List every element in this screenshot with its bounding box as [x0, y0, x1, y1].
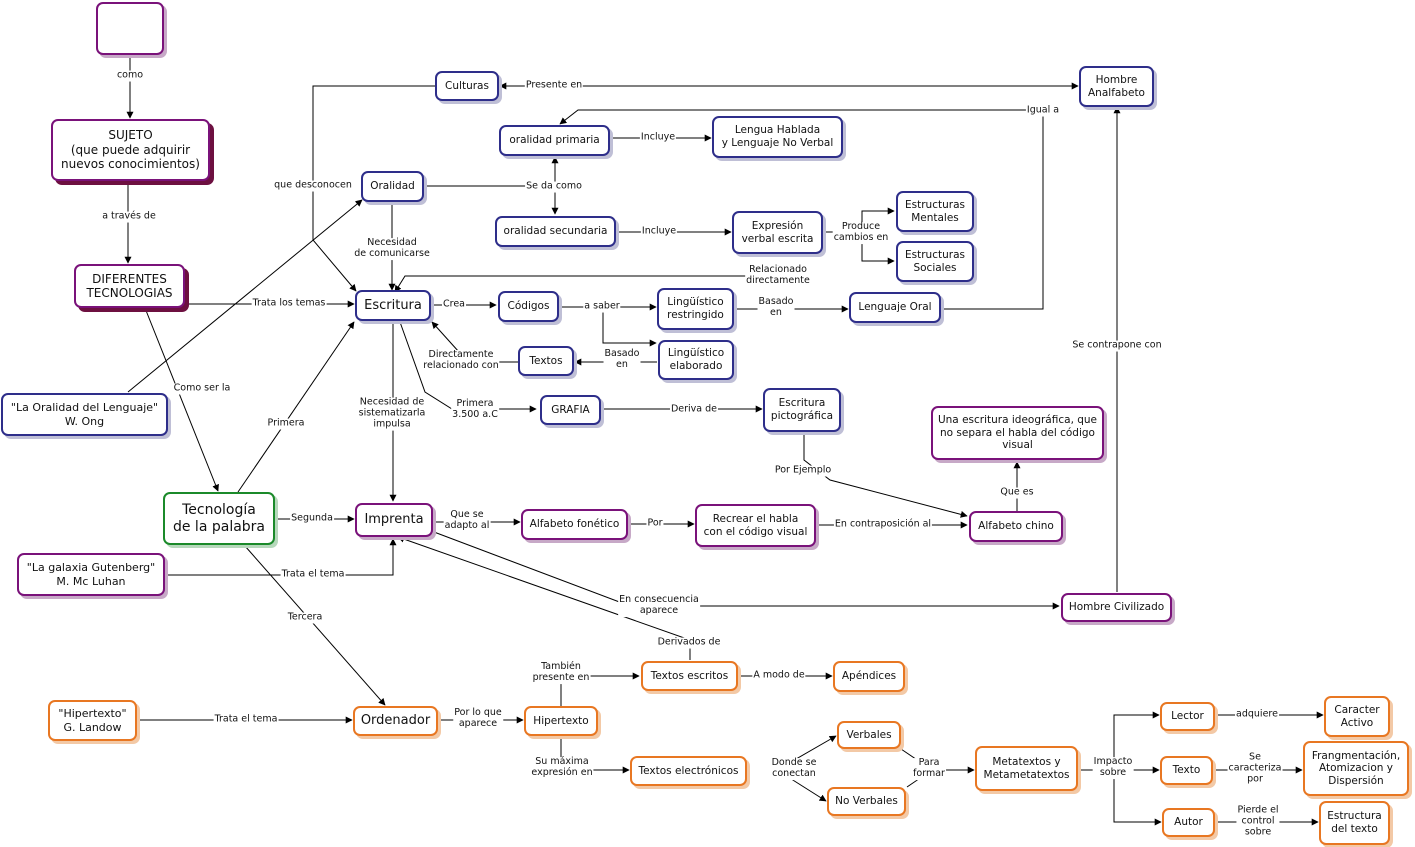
link-label-donde-se-conectan: Donde se conectan: [770, 757, 818, 780]
link-label-basado-en-1: Basado en: [757, 296, 795, 319]
link-label-derivados-de: Derivados de: [656, 636, 722, 649]
node-grafia[interactable]: GRAFIA: [540, 395, 601, 425]
node-oralidad-primaria[interactable]: oralidad primaria: [499, 125, 610, 156]
node-estructura-del-texto[interactable]: Estructura del texto: [1319, 801, 1390, 845]
node-ordenador[interactable]: Ordenador: [353, 706, 438, 736]
node-imprenta[interactable]: Imprenta: [355, 503, 433, 537]
link-label-produce-cambios: Produce cambios en: [832, 221, 890, 244]
node-oralidad-secundaria[interactable]: oralidad secundaria: [495, 216, 616, 247]
node-lenguaje-oral[interactable]: Lenguaje Oral: [849, 292, 941, 323]
link-label-igual-a: Igual a: [1025, 104, 1061, 117]
link-label-basado-en-2: Basado en: [603, 348, 641, 371]
node-lector[interactable]: Lector: [1160, 702, 1215, 731]
node-caracter-activo[interactable]: Caracter Activo: [1324, 696, 1390, 737]
link-label-su-maxima: Su máxima expresión en: [530, 756, 594, 779]
node-diferentes-tecnologias[interactable]: DIFERENTES TECNOLOGIAS: [74, 264, 185, 308]
node-escritura-ideografica[interactable]: Una escritura ideográfica, que no separa…: [931, 406, 1104, 460]
link-label-por: Por: [646, 517, 664, 530]
node-linguistico-restringido[interactable]: Lingüístico restringido: [657, 288, 734, 330]
link-label-trata-los-temas: Trata los temas: [251, 297, 327, 310]
node-sujeto[interactable]: SUJETO (que puede adquirir nuevos conoci…: [51, 119, 210, 181]
link-label-tambien-presente: También presente en: [531, 661, 591, 684]
node-alfabeto-chino[interactable]: Alfabeto chino: [969, 511, 1063, 542]
node-galaxia-gutenberg[interactable]: "La galaxia Gutenberg" M. Mc Luhan: [17, 553, 165, 596]
node-culturas[interactable]: Culturas: [435, 71, 499, 101]
node-oralidad-del-lenguaje[interactable]: "La Oralidad del Lenguaje" W. Ong: [1, 393, 168, 436]
node-escritura[interactable]: Escritura: [355, 290, 431, 321]
node-tecnologia-de-la-palabra[interactable]: Tecnología de la palabra: [163, 492, 275, 545]
link-label-presente-en: Presente en: [524, 79, 584, 92]
link-label-que-desconocen: que desconocen: [273, 179, 353, 192]
link-label-crea: Crea: [442, 298, 466, 311]
node-fragmentacion[interactable]: Frangmentación, Atomizacion y Dispersión: [1303, 741, 1409, 796]
node-hombre-analfabeto[interactable]: Hombre Analfabeto: [1079, 66, 1154, 107]
link-label-que-se-adapto: Que se adapto al: [443, 509, 491, 532]
link-label-como: como: [115, 69, 145, 82]
link-label-impacto-sobre: Impacto sobre: [1092, 756, 1134, 779]
link-label-necesidad-comunicarse: Necesidad de comunicarse: [353, 237, 431, 260]
node-escritura-pictografica[interactable]: Escritura pictográfica: [763, 388, 841, 432]
link-label-adquiere: adquiere: [1235, 708, 1279, 721]
node-textos-escritos[interactable]: Textos escritos: [641, 661, 738, 691]
node-codigos[interactable]: Códigos: [498, 291, 559, 322]
link-label-trata-el-tema-1: Trata el tema: [280, 568, 346, 581]
node-texto[interactable]: Texto: [1160, 756, 1213, 785]
link-label-primera-3500: Primera 3.500 a.C: [451, 398, 499, 421]
link-label-que-es: Que es: [999, 486, 1035, 499]
link-label-tercera: Tercera: [286, 611, 324, 624]
node-textos[interactable]: Textos: [518, 346, 574, 376]
link-label-en-contraposicion: En contraposición al: [833, 518, 933, 531]
link-label-como-ser-la: Como ser la: [172, 382, 232, 395]
node-recrear-el-habla[interactable]: Recrear el habla con el código visual: [695, 504, 816, 547]
node-expresion-verbal-escrita[interactable]: Expresión verbal escrita: [732, 211, 823, 254]
node-oralidad[interactable]: Oralidad: [361, 171, 424, 202]
link-label-deriva-de: Deriva de: [669, 403, 719, 416]
link-label-incluye-1: Incluye: [639, 131, 677, 144]
link-label-relacionado-directamente: Relacionado directamente: [745, 264, 811, 287]
link-label-por-lo-que-aparece: Por lo que aparece: [453, 707, 503, 730]
empty-node[interactable]: [96, 2, 164, 55]
node-linguistico-elaborado[interactable]: Lingüístico elaborado: [658, 340, 734, 380]
node-hipertexto[interactable]: Hipertexto: [524, 706, 598, 736]
link-label-primera: Primera: [266, 417, 306, 430]
link-label-incluye-2: Incluye: [640, 225, 678, 238]
node-textos-electronicos[interactable]: Textos electrónicos: [630, 756, 747, 786]
link-label-en-consecuencia: En consecuencia aparece: [618, 594, 700, 617]
node-lengua-hablada[interactable]: Lengua Hablada y Lenguaje No Verbal: [712, 116, 843, 158]
node-alfabeto-fonetico[interactable]: Alfabeto fonético: [521, 509, 628, 540]
link-label-a-saber: a saber: [583, 300, 621, 313]
node-autor[interactable]: Autor: [1162, 808, 1215, 837]
node-metatextos[interactable]: Metatextos y Metametatextos: [975, 746, 1078, 791]
node-hombre-civilizado[interactable]: Hombre Civilizado: [1061, 593, 1172, 622]
link-label-se-contrapone: Se contrapone con: [1071, 339, 1163, 352]
link-label-se-da-como: Se da como: [525, 180, 583, 193]
node-no-verbales[interactable]: No Verbales: [827, 787, 906, 816]
node-estructuras-mentales[interactable]: Estructuras Mentales: [896, 191, 974, 232]
link-label-necesidad-sistematizarla: Necesidad de sistematizarla impulsa: [357, 396, 427, 431]
link-label-trata-el-tema-2: Trata el tema: [213, 713, 279, 726]
node-hipertexto-landow[interactable]: "Hipertexto" G. Landow: [48, 700, 137, 741]
link-label-para-formar: Para formar: [912, 757, 946, 780]
link-label-a-modo-de: A modo de: [752, 669, 806, 682]
link-label-pierde-control: Pierde el control sobre: [1236, 804, 1280, 839]
link-label-directamente-relacionado: Directamente relacionado con: [422, 349, 500, 372]
link-label-se-caracteriza: Se caracteriza por: [1227, 751, 1283, 786]
node-apendices[interactable]: Apéndices: [833, 661, 905, 692]
link-label-por-ejemplo: Por Ejemplo: [773, 464, 833, 477]
node-estructuras-sociales[interactable]: Estructuras Sociales: [896, 241, 974, 282]
node-verbales[interactable]: Verbales: [837, 721, 901, 749]
link-label-segunda: Segunda: [290, 512, 334, 525]
link-label-a-traves-de: a través de: [101, 210, 157, 223]
